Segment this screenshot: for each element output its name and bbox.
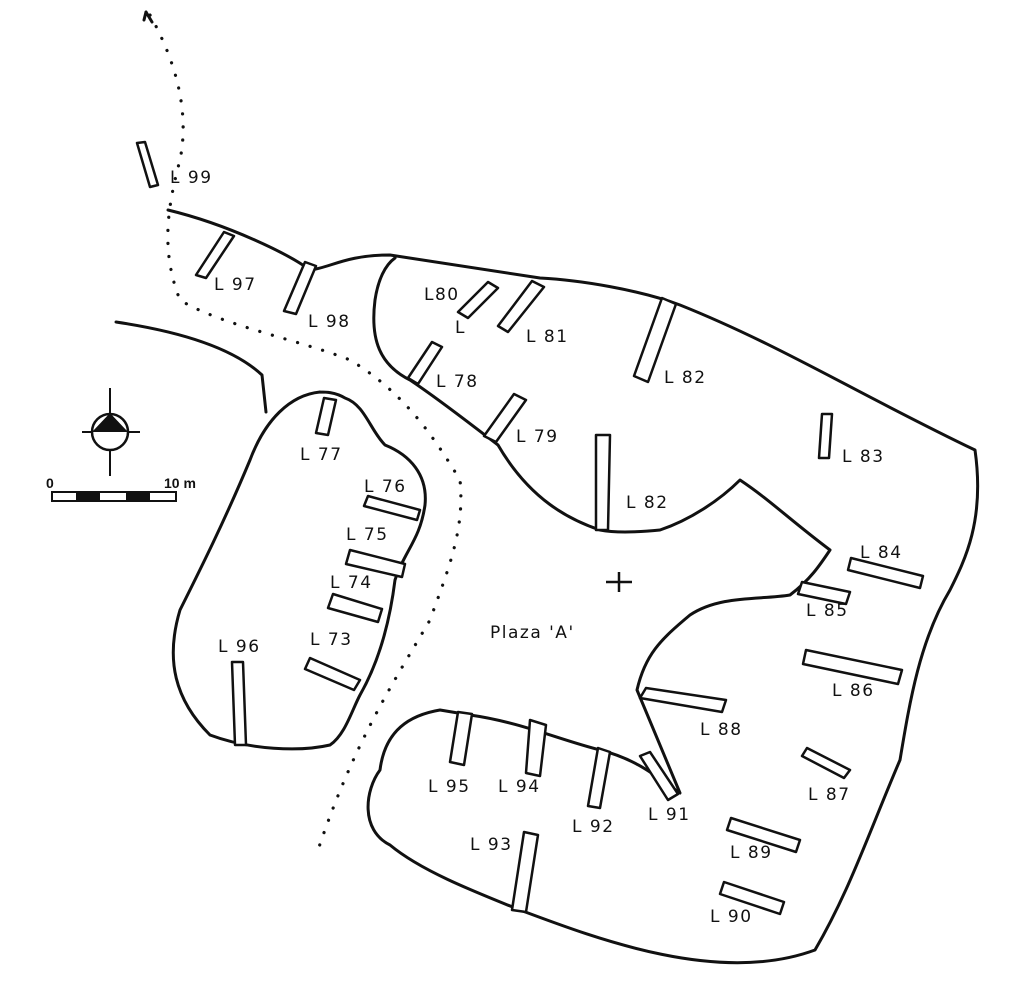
- wall-L90: [718, 880, 786, 916]
- wall-L75: [344, 548, 407, 579]
- wall-L86: [801, 648, 904, 686]
- label-L79: L 79: [516, 427, 559, 447]
- label-L99: L 99: [170, 168, 213, 188]
- label-L96: L 96: [218, 637, 261, 657]
- label-L74: L 74: [330, 573, 373, 593]
- label-L97: L 97: [214, 275, 257, 295]
- label-L81: L 81: [526, 327, 569, 347]
- scale-end-label: 10 m: [164, 475, 196, 491]
- label-L90: L 90: [710, 907, 753, 927]
- structure-labels: L 99 L 97 L 98 L80 L L 81 L 78 L 79 L 82…: [170, 168, 903, 927]
- label-L80-extra: L: [455, 318, 466, 338]
- wall-L82b: [594, 433, 612, 532]
- wall-L99: [135, 140, 160, 189]
- wall-L77: [314, 396, 338, 437]
- wall-L73: [303, 656, 362, 692]
- label-L78: L 78: [436, 372, 479, 392]
- scale-start-label: 0: [46, 475, 54, 491]
- label-L76: L 76: [364, 477, 407, 497]
- wall-L74: [326, 592, 384, 624]
- label-L86: L 86: [832, 681, 875, 701]
- label-L73: L 73: [310, 630, 353, 650]
- label-L80: L80: [424, 285, 460, 305]
- wall-L78: [406, 340, 444, 386]
- north-arrow-icon: [82, 388, 140, 476]
- wall-L94: [524, 718, 548, 778]
- label-L85: L 85: [806, 601, 849, 621]
- label-L93: L 93: [470, 835, 513, 855]
- label-L95: L 95: [428, 777, 471, 797]
- wall-segments: [135, 140, 925, 916]
- wall-L84: [846, 556, 925, 590]
- wall-L93: [510, 830, 540, 914]
- wall-L91: [638, 750, 680, 802]
- label-L75: L 75: [346, 525, 389, 545]
- wall-L89: [725, 816, 802, 854]
- wall-L85: [796, 580, 852, 606]
- wall-L88: [638, 686, 728, 714]
- label-L88: L 88: [700, 720, 743, 740]
- label-L82-south: L 82: [626, 493, 669, 513]
- label-L98: L 98: [308, 312, 351, 332]
- label-L91: L 91: [648, 805, 691, 825]
- wall-L81: [496, 279, 546, 334]
- plaza-center-cross-icon: [606, 572, 632, 592]
- wall-L95: [448, 710, 474, 767]
- wall-L92: [586, 746, 612, 810]
- wall-L87: [800, 746, 852, 780]
- scale-bar: 0 10 m: [46, 475, 196, 502]
- label-L83: L 83: [842, 447, 885, 467]
- label-L87: L 87: [808, 785, 851, 805]
- wall-L97: [194, 230, 236, 280]
- wall-L98: [282, 260, 318, 316]
- outline-west-structure: [171, 390, 427, 751]
- label-L92: L 92: [572, 817, 615, 837]
- label-L82-north: L 82: [664, 368, 707, 388]
- wall-L83: [817, 412, 834, 460]
- wall-L82a: [632, 296, 678, 384]
- wall-L76: [362, 494, 422, 522]
- wall-L80: [456, 280, 500, 320]
- dotted-footpath: [148, 13, 463, 852]
- label-L77: L 77: [300, 445, 343, 465]
- outline-north-structure: [166, 208, 980, 965]
- boundary-curve-northwest: [114, 320, 268, 414]
- wall-L96: [230, 660, 248, 747]
- label-L84: L 84: [860, 543, 903, 563]
- label-L94: L 94: [498, 777, 541, 797]
- label-L89: L 89: [730, 843, 773, 863]
- plaza-label: Plaza 'A': [490, 623, 575, 643]
- path-arrow-tip: [142, 10, 154, 24]
- wall-L79: [482, 392, 528, 444]
